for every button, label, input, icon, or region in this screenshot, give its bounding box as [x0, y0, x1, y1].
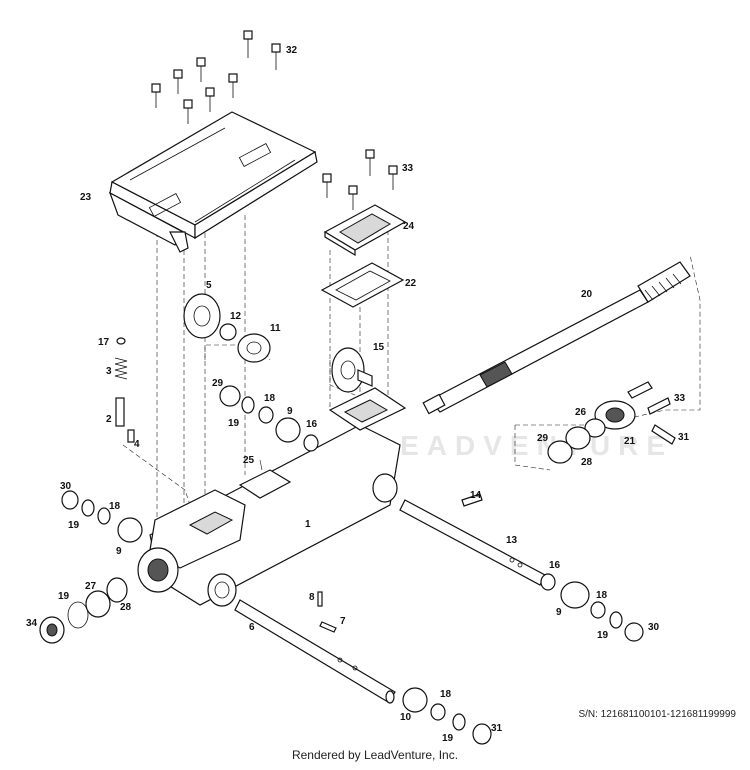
callout-18b: 18 [264, 393, 276, 404]
callout-9a: 9 [116, 546, 122, 557]
callout-13: 13 [506, 535, 518, 546]
bolt-6 [228, 73, 238, 98]
top-cover [323, 204, 407, 257]
callout-15: 15 [373, 342, 385, 353]
callout-2: 2 [106, 414, 112, 425]
callout-9c: 9 [556, 607, 562, 618]
bolt-1 [151, 83, 161, 108]
callout-28a: 27 [85, 581, 97, 592]
drive-gear [183, 293, 271, 363]
spur-gear [331, 347, 373, 393]
bolt-2 [173, 69, 183, 94]
callout-32: 31 [678, 432, 690, 443]
callout-31b: 31 [491, 723, 503, 734]
callout-14: 14 [470, 490, 482, 501]
callout-30b: 30 [648, 622, 660, 633]
callout-19b: 19 [228, 418, 240, 429]
callout-17: 17 [98, 337, 110, 348]
bearing-housing [547, 381, 676, 464]
bracket-bolts [151, 30, 281, 124]
callout-21: 20 [581, 289, 593, 300]
callout-11: 11 [270, 323, 281, 334]
callout-12: 12 [230, 311, 242, 322]
right-output-shaft [399, 493, 546, 586]
callout-7: 7 [340, 616, 346, 627]
callout-23: 22 [405, 278, 417, 289]
gasket [320, 262, 405, 308]
callout-26: 25 [243, 455, 255, 466]
callout-16a: 16 [306, 419, 318, 430]
leadventure-watermark: LEADVENTURE [375, 430, 674, 461]
transmission-housing [137, 387, 407, 607]
callout-18c: 18 [596, 590, 608, 601]
callout-10: 10 [400, 712, 412, 723]
callout-16b: 16 [549, 560, 561, 571]
callout-31a: 30 [60, 481, 72, 492]
callout-18a: 18 [109, 501, 121, 512]
callout-1: 1 [305, 519, 311, 530]
middle-stack [219, 385, 319, 452]
callout-24: 23 [80, 192, 92, 203]
callout-34: 33 [674, 393, 686, 404]
callout-8: 8 [309, 592, 315, 603]
bottom-stack [402, 687, 492, 745]
callout-4: 4 [134, 439, 140, 450]
bolt-3 [196, 57, 206, 82]
callout-30a: 29 [212, 378, 224, 389]
callout-9b: 9 [287, 406, 293, 417]
bolt-8 [271, 43, 281, 70]
callout-19d: 19 [442, 733, 454, 744]
bolt-7 [243, 30, 253, 58]
callout-3: 3 [106, 366, 112, 377]
callout-labels: 1 2 3 4 5 6 7 8 9 9 9 10 11 12 13 14 15 … [26, 45, 690, 744]
callout-35: 34 [26, 618, 38, 629]
callout-29a: 28 [120, 602, 132, 613]
callout-28b: 28 [581, 457, 593, 468]
left-output-shaft [234, 591, 396, 704]
cover-bolts [322, 149, 398, 210]
right-stack [540, 573, 644, 642]
callout-19a: 19 [68, 520, 80, 531]
bolt-5 [205, 87, 215, 112]
callout-33b: 33 [402, 163, 414, 174]
worm-shaft [422, 261, 691, 415]
callout-20: 19 [58, 591, 70, 602]
left-lower-stack [39, 577, 128, 644]
callout-29b: 29 [537, 433, 549, 444]
callout-6: 6 [249, 622, 255, 633]
callout-27: 26 [575, 407, 587, 418]
render-credit: Rendered by LeadVenture, Inc. [291, 748, 459, 762]
callout-19c: 19 [597, 630, 609, 641]
bolt-4 [183, 99, 193, 124]
callout-18d: 18 [440, 689, 452, 700]
callout-25: 24 [403, 221, 415, 232]
callout-22: 21 [624, 436, 636, 447]
callout-33a: 32 [286, 45, 298, 56]
serial-number-range: S/N: 121681100101-121681199999 [578, 709, 736, 720]
left-upper-stack [61, 490, 143, 543]
callout-5: 5 [206, 280, 212, 291]
mounting-bracket [108, 111, 318, 253]
guide-lines [122, 210, 701, 520]
shift-lever-assembly [114, 337, 135, 443]
